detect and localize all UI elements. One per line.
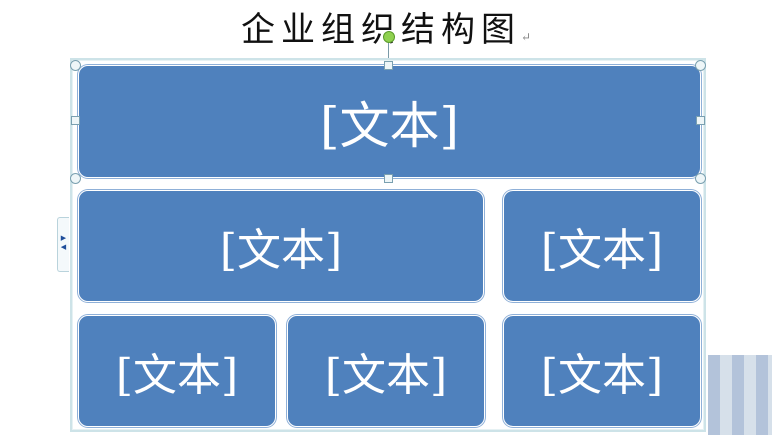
org-node[interactable]: [文本] [78,190,484,302]
node-text: [文本] [115,350,239,401]
smartart-frame[interactable] [70,58,706,432]
org-node[interactable]: [文本] [503,190,701,302]
resize-handle-left[interactable] [71,116,80,125]
resize-handle-bottom-left[interactable] [70,173,81,184]
text-pane-toggle[interactable]: ▶◀ [57,217,69,272]
node-text: [文本] [540,350,664,401]
resize-handle-top-left[interactable] [70,60,81,71]
node-text: [文本] [540,225,664,276]
org-node-top[interactable]: [文本] [78,65,701,178]
rotate-handle[interactable] [383,31,395,43]
rotate-handle-line [388,41,389,63]
node-text: [文本] [319,96,459,155]
resize-handle-right[interactable] [696,116,705,125]
org-node[interactable]: [文本] [78,315,276,427]
expand-arrows-icon: ▶◀ [60,234,67,251]
org-node[interactable]: [文本] [287,315,485,427]
resize-handle-bottom[interactable] [384,174,393,183]
resize-handle-bottom-right[interactable] [695,173,706,184]
org-node[interactable]: [文本] [503,315,701,427]
resize-handle-top-right[interactable] [695,60,706,71]
paragraph-mark: ↵ [520,30,532,44]
document-title[interactable]: 企业组织结构图↵ [0,2,772,51]
node-text: [文本] [324,350,448,401]
watermark-mosaic [708,355,772,435]
resize-handle-top[interactable] [384,61,393,70]
node-text: [文本] [219,225,343,276]
title-text: 企业组织结构图 [240,10,521,50]
